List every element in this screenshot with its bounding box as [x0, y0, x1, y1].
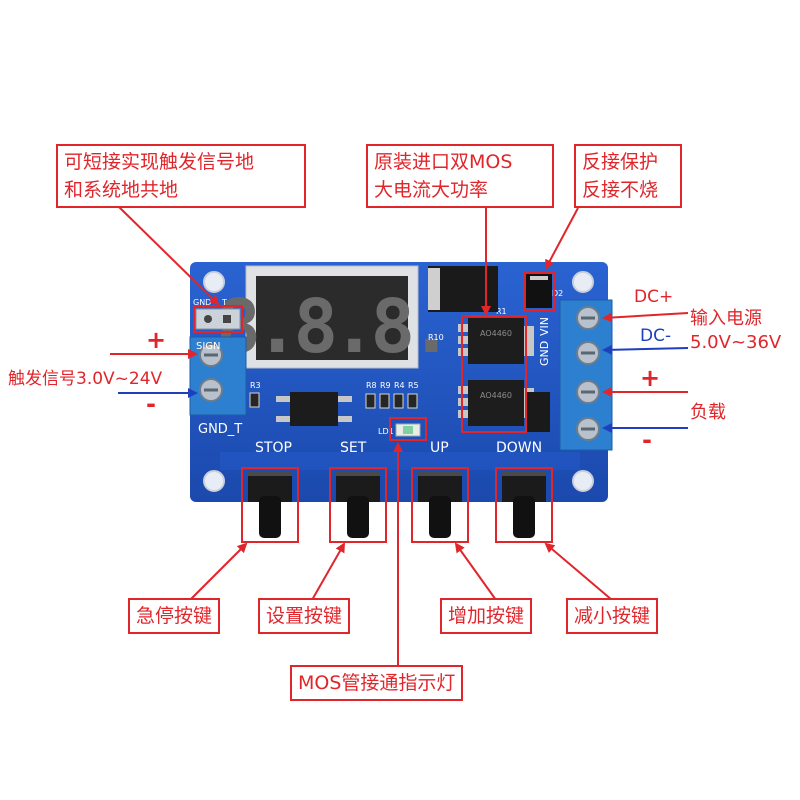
- dc-minus-label: DC-: [640, 326, 672, 346]
- voltage-regulator: [428, 266, 498, 312]
- tactile-button-up: [418, 472, 462, 538]
- silk-ref-r3: R3: [250, 381, 261, 390]
- callout-mos-led: MOS管接通指示灯: [290, 665, 464, 701]
- silk-ref-r4: R4: [394, 381, 405, 390]
- load-plus-sign: +: [640, 364, 661, 392]
- power-range-label: 5.0V~36V: [690, 332, 782, 353]
- callout-mos: 原装进口双MOS 大电流大功率: [366, 144, 554, 208]
- silk-ref-r1: R1: [496, 307, 507, 316]
- dc-plus-label: DC+: [634, 287, 674, 307]
- silk-set: SET: [340, 440, 367, 456]
- silk-ref-r8: R8: [366, 381, 377, 390]
- smd-resistors: [249, 392, 418, 409]
- callout-reverse-protection: 反接保护 反接不烧: [574, 144, 682, 208]
- mosfet-2: AO4460: [458, 380, 534, 426]
- silk-gnd-t: GND_T: [198, 422, 242, 437]
- callout-gnd-short: 可短接实现触发信号地 和系统地共地: [56, 144, 306, 208]
- seven-segment-display: 8.8.8.: [216, 265, 454, 370]
- callout-arrows-blue: [118, 344, 689, 433]
- trigger-minus-sign: -: [146, 390, 156, 418]
- button-area: STOP SET UP DOWN: [220, 440, 580, 470]
- silk-ref-ld1: LD1: [378, 427, 394, 436]
- mos-indicator-led: [395, 423, 421, 437]
- reverse-protection-diode: [526, 274, 552, 308]
- callout-stop-button: 急停按键: [128, 598, 221, 634]
- highlight-boxes: [193, 271, 555, 543]
- tactile-button-stop: [248, 472, 292, 538]
- power-load-terminal-block: GND VIN: [538, 299, 613, 451]
- tactile-button-down: [502, 472, 546, 538]
- silk-ref-r9: R9: [380, 381, 391, 390]
- tactile-button-set: [336, 472, 380, 538]
- silk-ref-d2: D2: [552, 289, 563, 298]
- trigger-signal-label: 触发信号3.0V~24V: [8, 369, 163, 389]
- callout-arrows-red: [110, 205, 689, 666]
- callout-up-button: 增加按键: [440, 598, 533, 634]
- silk-up: UP: [430, 440, 449, 456]
- load-minus-sign: -: [642, 426, 652, 454]
- silk-terminal-gnd: GND: [538, 341, 551, 366]
- trigger-terminal-block: [189, 336, 247, 416]
- mosfet-2-marking: AO4460: [480, 391, 512, 400]
- svg-text:GND: GND: [193, 298, 211, 307]
- callout-set-button: 设置按键: [258, 598, 351, 634]
- silk-ref-r5: R5: [408, 381, 419, 390]
- silk-stop: STOP: [255, 440, 292, 456]
- silk-signal: SIGN: [196, 341, 221, 352]
- display-readout: 8.8.8.: [216, 284, 447, 370]
- svg-text:T: T: [221, 298, 227, 307]
- trigger-plus-sign: +: [146, 326, 167, 354]
- silk-ref-r10: R10: [428, 333, 444, 342]
- optocoupler-chip: [276, 392, 352, 426]
- tactile-buttons: [248, 472, 546, 538]
- silk-down: DOWN: [496, 440, 542, 456]
- power-input-label: 输入电源: [690, 308, 762, 329]
- mosfet-1: AO4460: [458, 318, 534, 364]
- mounting-holes: [203, 271, 594, 492]
- silk-terminal-vin: VIN: [538, 317, 551, 336]
- load-label: 负载: [690, 402, 726, 423]
- callout-down-button: 减小按键: [566, 598, 659, 634]
- mosfet-1-marking: AO4460: [480, 329, 512, 338]
- second-diode: [526, 392, 550, 432]
- gnd-t-jumper-header: GND T: [193, 298, 241, 330]
